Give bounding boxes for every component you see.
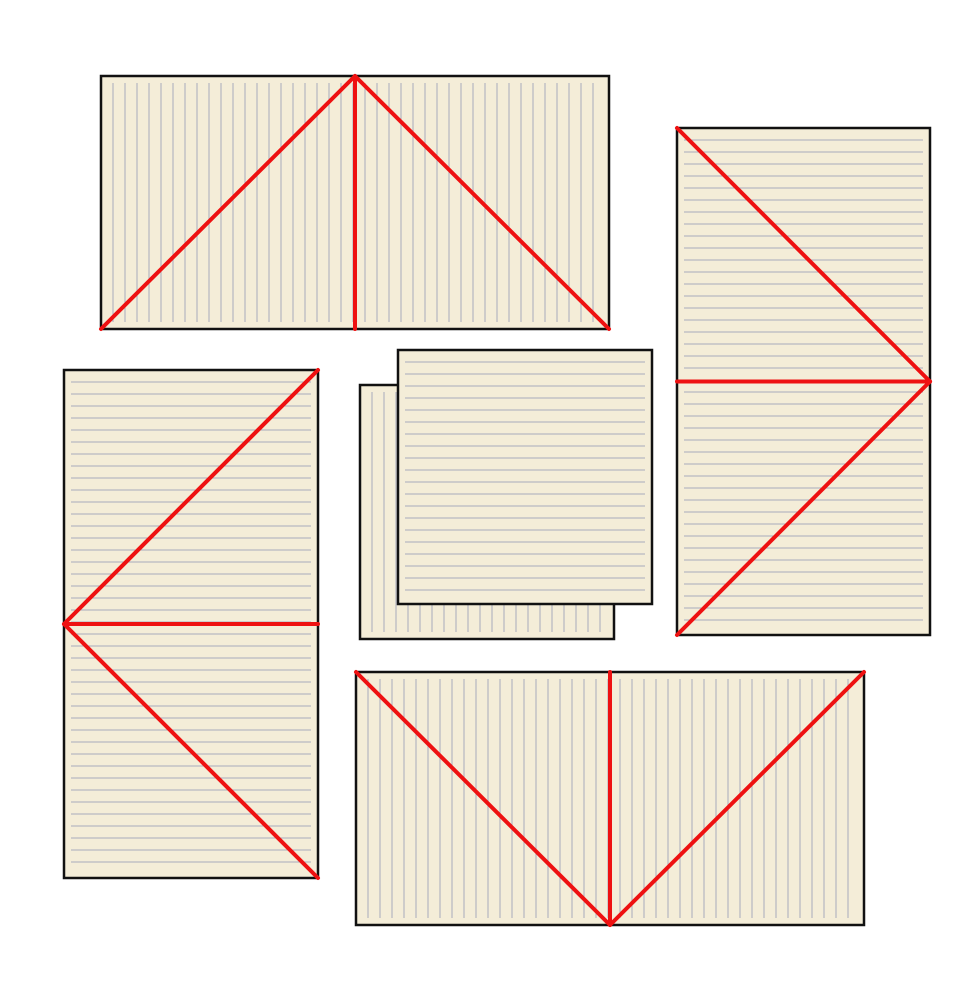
panel-bottom	[354, 670, 866, 927]
fold-line	[675, 126, 932, 384]
fold-line	[354, 670, 612, 927]
fold-line	[675, 379, 932, 637]
panels-layer	[62, 74, 932, 927]
fold-line	[353, 74, 611, 331]
panel-center-front-paper	[398, 350, 652, 604]
fold-line	[62, 368, 320, 626]
panel-center-front-border	[396, 348, 654, 606]
fold-line	[608, 670, 866, 927]
panel-center-front	[396, 348, 654, 606]
fold-line	[62, 622, 320, 880]
panel-top	[99, 74, 611, 331]
fold-line	[99, 74, 357, 331]
panel-left	[62, 368, 320, 880]
panel-right	[675, 126, 932, 637]
